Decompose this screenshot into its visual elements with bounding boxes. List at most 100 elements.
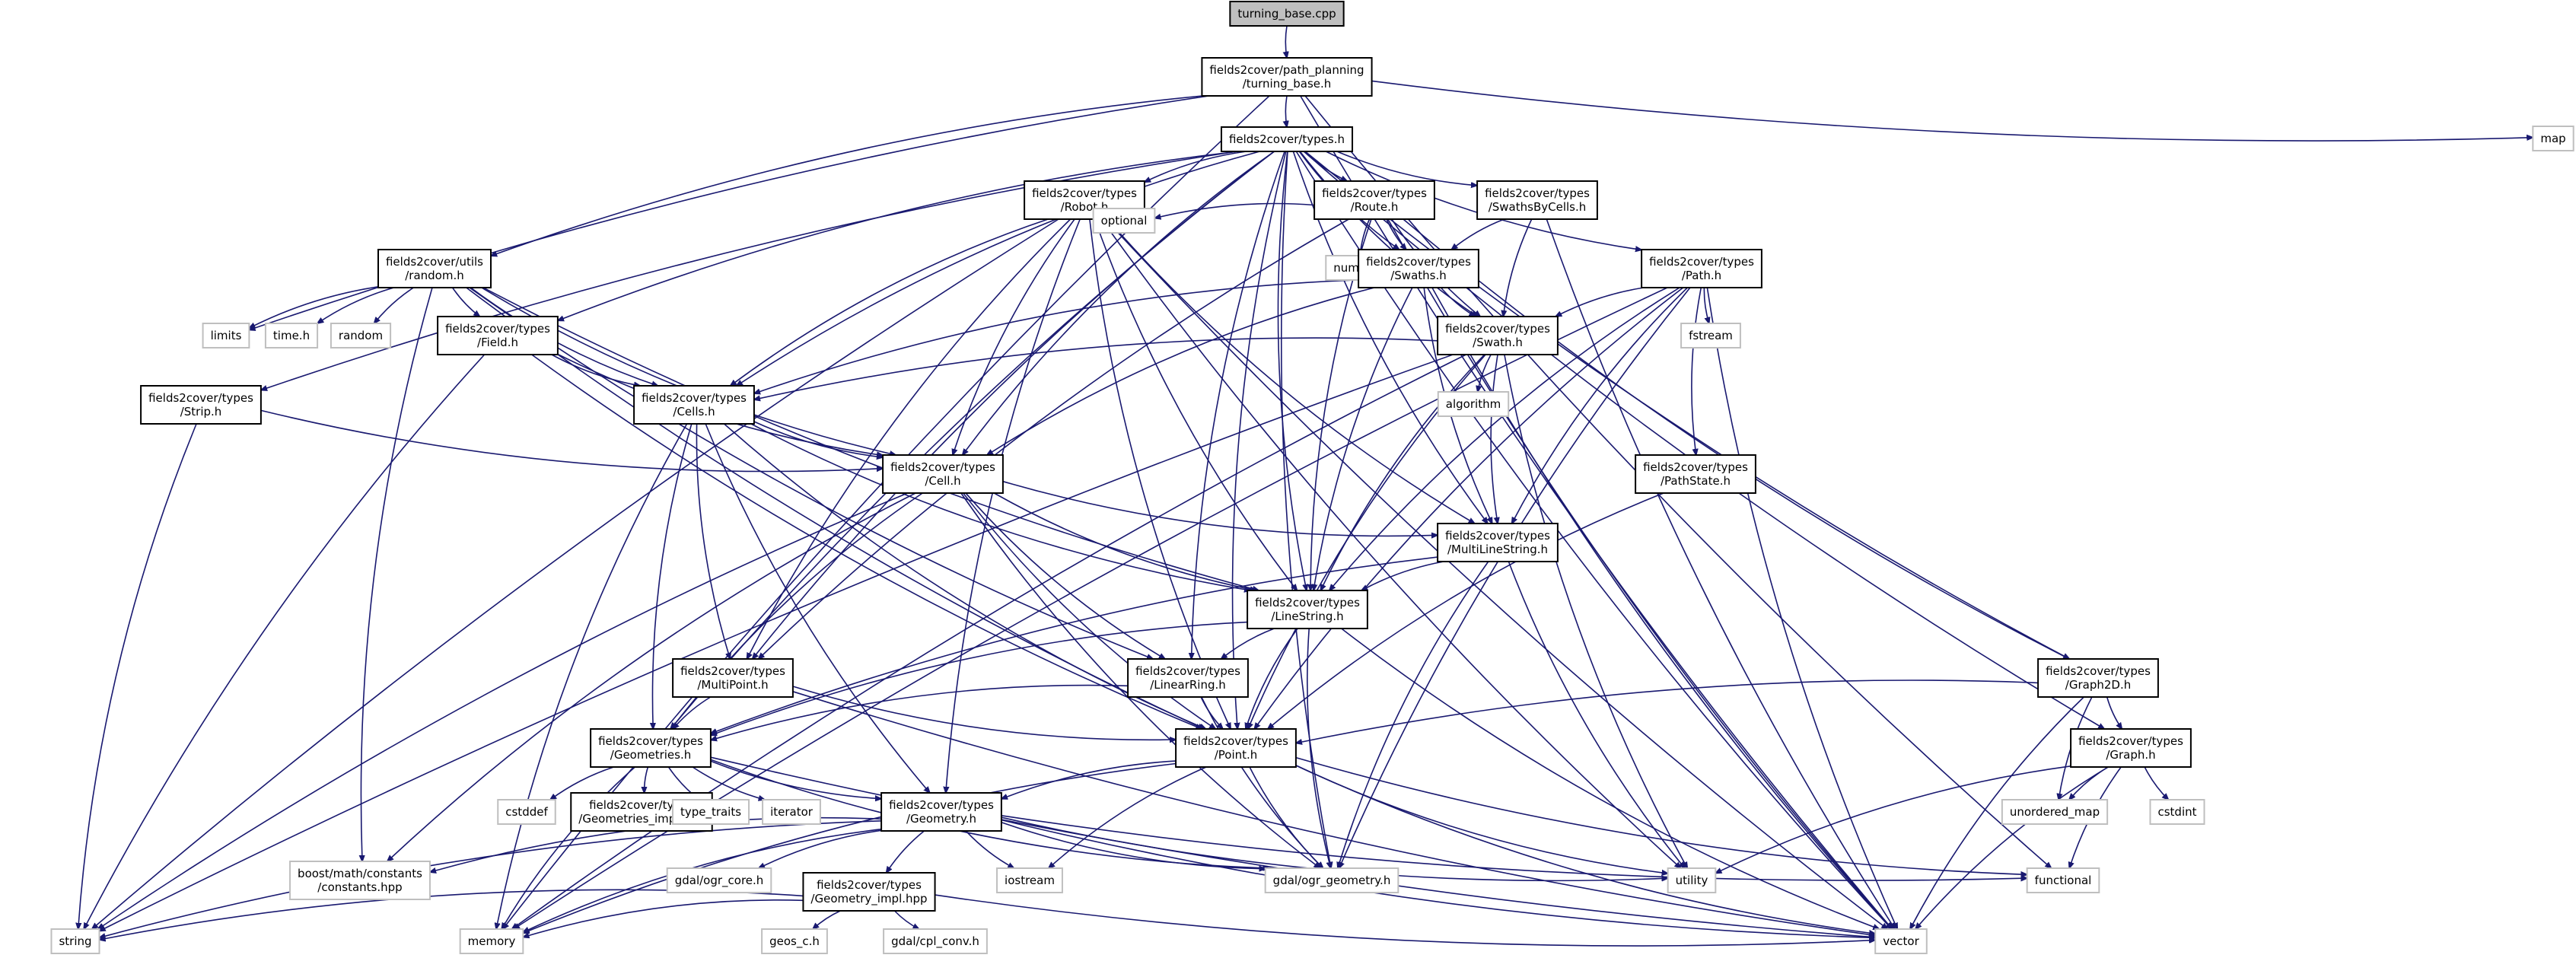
node-label: /Geometry_impl.hpp <box>810 892 927 906</box>
node-box <box>633 385 755 425</box>
node-label: gdal/ogr_geometry.h <box>1273 874 1391 888</box>
node-fstream: fstream <box>1680 323 1741 349</box>
node-box <box>1313 180 1435 220</box>
node-label: /MultiPoint.h <box>697 678 768 692</box>
node-random-h[interactable]: fields2cover/utils/random.h <box>377 249 492 288</box>
edge-types-h-to-ogr-geometry-h <box>1280 151 1331 868</box>
node-types-h[interactable]: fields2cover/types.h <box>1220 126 1354 152</box>
node-box <box>459 928 524 954</box>
node-label: /Swath.h <box>1473 336 1523 349</box>
node-multilinestring-h[interactable]: fields2cover/types/MultiLineString.h <box>1437 523 1559 562</box>
edge-graph2d-h-to-vector <box>1910 696 2084 929</box>
node-path-h[interactable]: fields2cover/types/Path.h <box>1641 249 1762 288</box>
edge-robot-h-to-vector <box>1104 218 1888 929</box>
node-box <box>883 928 988 954</box>
node-label: memory <box>468 934 516 948</box>
edge-geometry-impl-hpp-to-vector <box>935 894 1876 947</box>
edge-graph-h-to-utility <box>1715 765 2071 874</box>
node-label: /MultiLineString.h <box>1447 543 1548 556</box>
node-cpl-conv-h: gdal/cpl_conv.h <box>883 928 988 954</box>
edge-cell-h-to-boost-constants <box>387 492 916 861</box>
edge-cells-h-to-multipoint-h <box>696 423 730 659</box>
node-label: fields2cover/types <box>589 798 694 812</box>
node-label: fields2cover/utils <box>386 255 483 269</box>
edge-swaths-h-to-linestring-h <box>1313 287 1413 590</box>
edge-cell-h-to-linearring-h <box>965 492 1165 659</box>
node-label: /Graph.h <box>2106 748 2155 762</box>
node-box <box>1641 249 1762 288</box>
node-time-h: time.h <box>264 323 319 349</box>
node-linestring-h[interactable]: fields2cover/types/LineString.h <box>1247 590 1368 629</box>
node-label: cstddef <box>505 805 548 819</box>
node-label: /Route.h <box>1351 200 1399 214</box>
node-box <box>1680 323 1741 349</box>
node-cell-h[interactable]: fields2cover/types/Cell.h <box>882 454 1004 494</box>
node-label: fields2cover/types <box>1445 529 1550 543</box>
node-point-h[interactable]: fields2cover/types/Point.h <box>1175 728 1297 768</box>
node-robot-h[interactable]: fields2cover/types/Robot.h <box>1024 180 1145 220</box>
edge-geometries-h-to-iterator <box>692 766 765 800</box>
edge-multipoint-h-to-vector <box>792 691 1875 936</box>
node-label: /turning_base.h <box>1243 77 1332 91</box>
node-box <box>882 454 1004 494</box>
edge-swath-h-to-linestring-h <box>1320 354 1485 590</box>
node-box <box>1437 316 1559 355</box>
edge-linestring-h-to-geometries-h <box>711 621 1248 736</box>
node-turning-base-cpp[interactable]: turning_base.cpp <box>1229 1 1345 27</box>
edge-types-h-to-linearring-h <box>1192 151 1285 659</box>
node-label: gdal/cpl_conv.h <box>891 934 979 949</box>
node-pathstate-h[interactable]: fields2cover/types/PathState.h <box>1635 454 1756 494</box>
edge-path-h-to-ogr-geometry-h <box>1339 287 1691 868</box>
edge-cell-h-to-point-h <box>963 492 1216 729</box>
node-box <box>1201 57 1373 97</box>
node-label: fields2cover/types <box>148 391 253 405</box>
node-label: functional <box>2035 874 2092 887</box>
node-box <box>1229 1 1345 27</box>
node-swathsbycells-h[interactable]: fields2cover/types/SwathsByCells.h <box>1476 180 1598 220</box>
edge-cells-h-to-cell-h <box>753 421 883 457</box>
node-graph-h[interactable]: fields2cover/types/Graph.h <box>2070 728 2192 768</box>
edge-random-h-to-boost-constants <box>361 287 433 861</box>
node-geometries-h[interactable]: fields2cover/types/Geometries.h <box>590 728 712 768</box>
node-ogr-geometry-h: gdal/ogr_geometry.h <box>1264 867 1399 893</box>
node-box <box>1220 126 1354 152</box>
node-swaths-h[interactable]: fields2cover/types/Swaths.h <box>1358 249 1479 288</box>
node-box <box>1247 590 1368 629</box>
node-field-h[interactable]: fields2cover/types/Field.h <box>437 316 559 355</box>
node-strip-h[interactable]: fields2cover/types/Strip.h <box>140 385 262 425</box>
edge-cells-h-to-geometry-h <box>705 423 930 793</box>
edge-strip-h-to-cell-h <box>260 409 883 471</box>
edge-point-h-to-functional <box>1295 756 2027 875</box>
node-label: /Geometries.h <box>610 748 691 762</box>
node-label: fstream <box>1689 329 1733 342</box>
edge-swathsbycells-h-to-swath-h <box>1503 218 1533 317</box>
edge-types-h-to-point-h <box>1231 151 1287 729</box>
edge-cells-h-to-geometries-h <box>652 423 693 729</box>
node-multipoint-h[interactable]: fields2cover/types/MultiPoint.h <box>672 658 794 698</box>
node-label: fields2cover/types <box>1485 186 1590 200</box>
edge-swaths-h-to-vector <box>1431 287 1893 929</box>
node-label: string <box>59 934 91 948</box>
edge-geometry-impl-hpp-to-string <box>100 889 804 940</box>
edge-multipoint-h-to-geometries-h <box>673 696 712 729</box>
edge-path-h-to-swath-h <box>1555 287 1645 317</box>
node-route-h[interactable]: fields2cover/types/Route.h <box>1313 180 1435 220</box>
node-geometry-impl-hpp[interactable]: fields2cover/types/Geometry_impl.hpp <box>802 872 936 912</box>
node-map: map <box>2532 126 2574 151</box>
node-box <box>1264 867 1399 893</box>
node-cells-h[interactable]: fields2cover/types/Cells.h <box>633 385 755 425</box>
node-swath-h[interactable]: fields2cover/types/Swath.h <box>1437 316 1559 355</box>
node-box <box>202 323 250 349</box>
node-linearring-h[interactable]: fields2cover/types/LinearRing.h <box>1127 658 1249 698</box>
node-turning-base-h[interactable]: fields2cover/path_planning/turning_base.… <box>1201 57 1373 97</box>
node-box <box>377 249 492 288</box>
edge-random-h-to-linestring-h <box>482 287 1259 590</box>
node-box <box>1358 249 1479 288</box>
node-graph2d-h[interactable]: fields2cover/types/Graph2D.h <box>2037 658 2159 698</box>
edge-linestring-h-to-linearring-h <box>1221 628 1275 659</box>
node-geometry-h[interactable]: fields2cover/types/Geometry.h <box>880 792 1002 832</box>
node-box <box>1175 728 1297 768</box>
node-label: /Cell.h <box>925 474 960 488</box>
node-label: iterator <box>770 805 814 819</box>
edge-cell-h-to-linestring-h <box>993 492 1256 590</box>
